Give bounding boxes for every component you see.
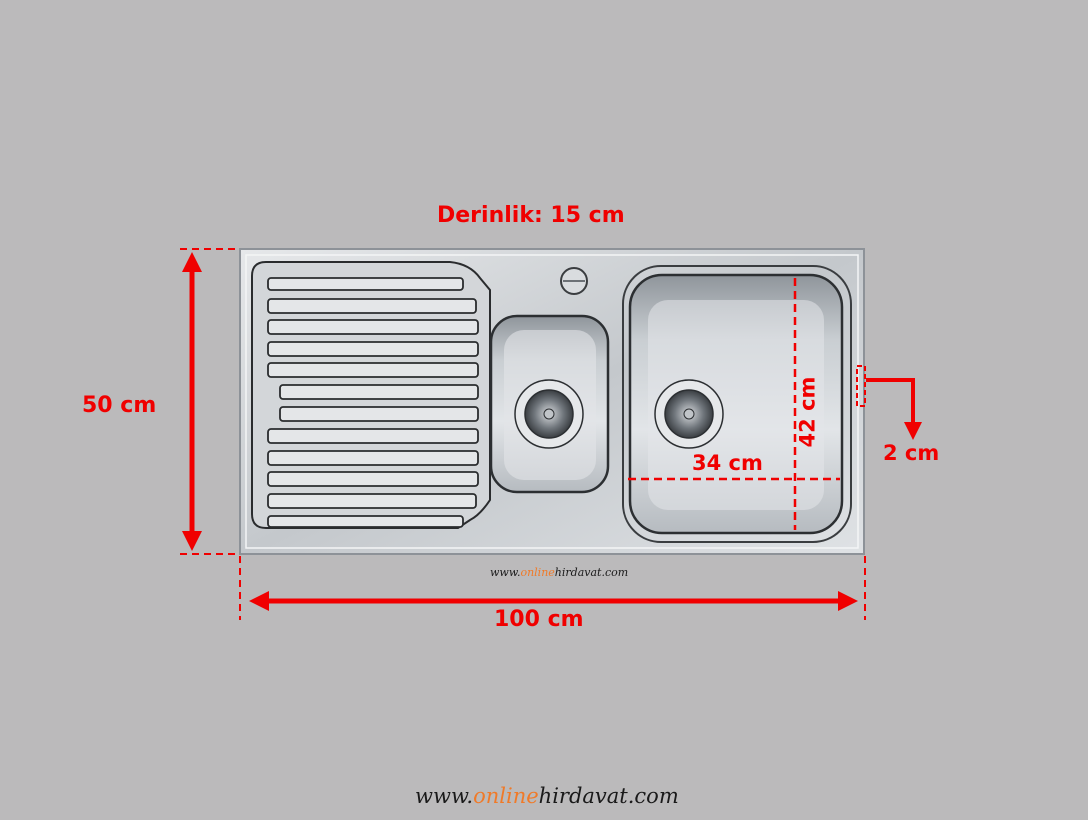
footer-highlight: online [473,784,539,808]
width-label: 100 cm [494,607,584,632]
small-bowl [489,314,610,494]
bowl-length-label: 42 cm [795,376,820,448]
rim-arrow-down-icon [904,422,922,440]
bowl-width-label: 34 cm [692,451,763,475]
large-bowl [622,265,852,543]
height-label: 50 cm [82,393,157,418]
overflow-cap [560,267,588,295]
footer-watermark: www.onlinehirdavat.com [415,784,679,808]
drainboard [251,261,491,529]
footer-prefix: www. [415,784,474,808]
rim-arrow-line [866,378,915,425]
drainboard-ribs [267,277,479,528]
width-arrow-left-icon [249,591,269,611]
dimension-lines [180,248,922,620]
width-arrow-right-icon [838,591,858,611]
watermark-prefix: www. [490,566,521,579]
rim-label: 2 cm [883,441,940,465]
depth-label: Derinlik: 15 cm [437,203,625,228]
rim-marker [856,365,866,407]
height-arrow-down-icon [182,531,202,551]
watermark-suffix: hirdavat.com [554,566,629,579]
height-arrow-up-icon [182,252,202,272]
footer-suffix: hirdavat.com [538,784,679,808]
watermark-highlight: online [520,566,555,579]
sink-watermark: www.onlinehirdavat.com [490,566,628,579]
